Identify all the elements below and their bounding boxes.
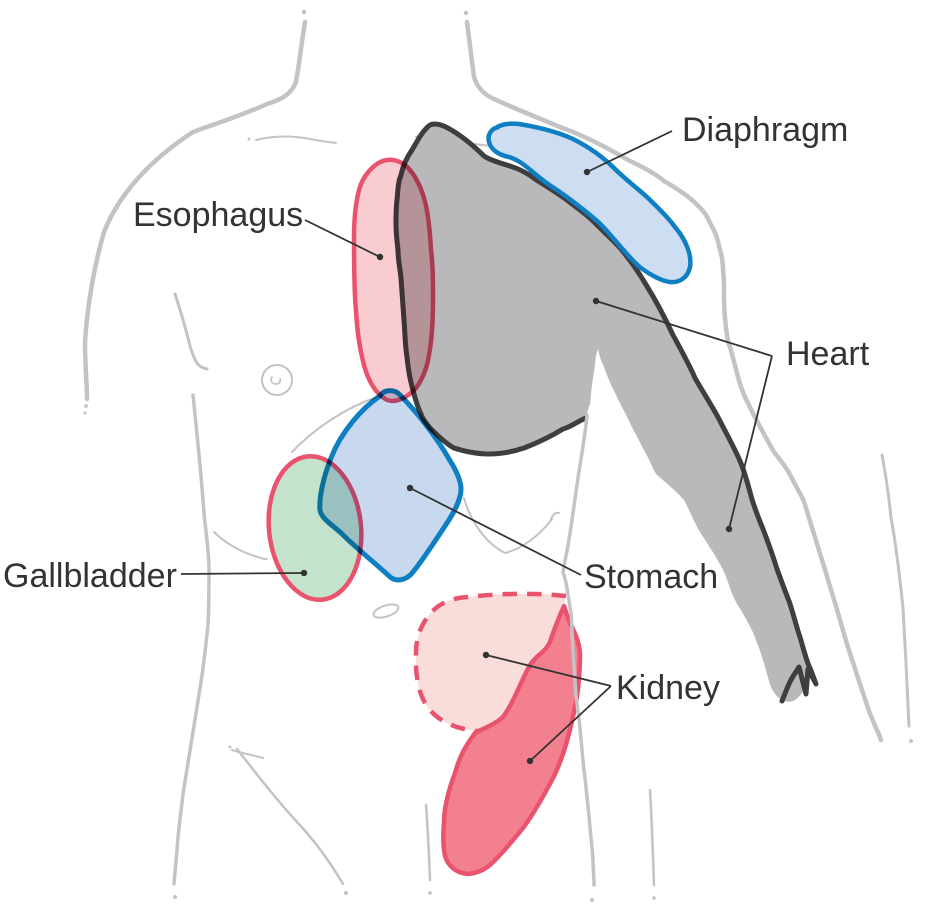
- svg-text:Gallbladder: Gallbladder: [3, 557, 177, 595]
- svg-text:Stomach: Stomach: [584, 558, 718, 596]
- svg-text:Heart: Heart: [786, 335, 870, 373]
- svg-text:Esophagus: Esophagus: [133, 196, 303, 234]
- svg-text:Diaphragm: Diaphragm: [682, 111, 848, 149]
- svg-text:Kidney: Kidney: [616, 669, 720, 707]
